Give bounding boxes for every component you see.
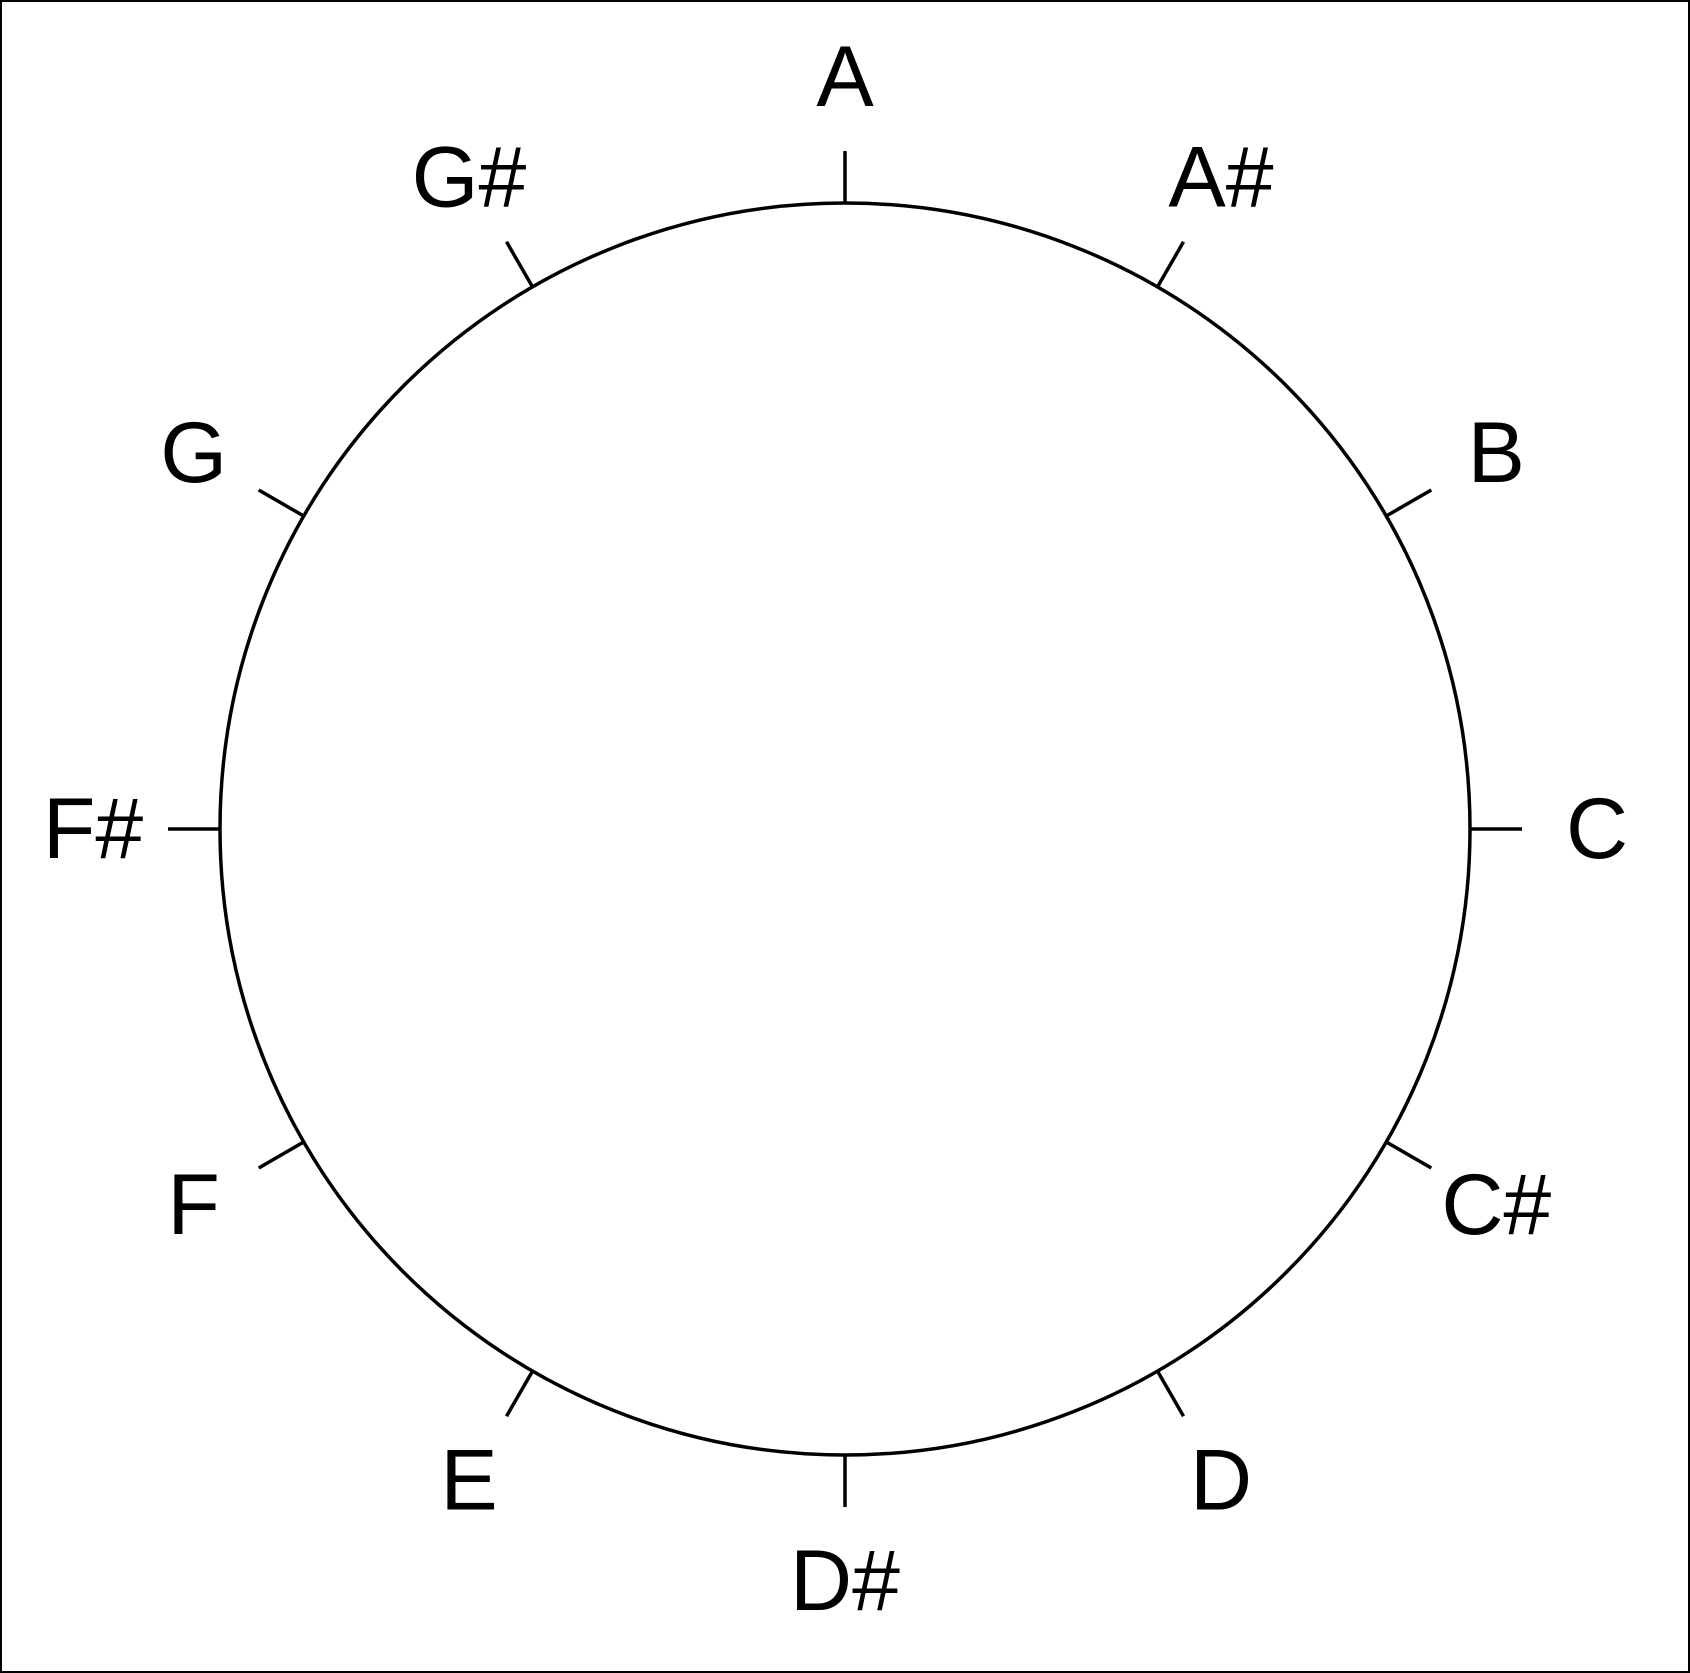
tick-f	[257, 1140, 305, 1170]
tick-d	[1155, 1370, 1186, 1418]
note-label-f-sharp: F#	[43, 781, 144, 877]
note-label-f: F	[167, 1157, 220, 1253]
tick-e	[504, 1370, 535, 1418]
note-label-b: B	[1468, 405, 1525, 501]
note-label-g-sharp: G#	[412, 130, 527, 226]
note-label-c: C	[1566, 781, 1628, 877]
note-label-a: A	[816, 29, 874, 125]
tick-a-sharp	[1155, 240, 1186, 288]
tick-b	[1385, 488, 1433, 518]
tick-marks	[168, 151, 1522, 1507]
tick-g	[257, 488, 305, 518]
note-label-g: G	[160, 405, 227, 501]
note-labels: A A# B C C# D D# E F F# G G#	[43, 29, 1628, 1629]
note-label-c-sharp: C#	[1441, 1157, 1551, 1253]
note-label-a-sharp: A#	[1168, 130, 1273, 226]
note-label-d: D	[1190, 1432, 1252, 1528]
note-label-d-sharp: D#	[790, 1533, 900, 1629]
note-label-e: E	[440, 1432, 497, 1528]
tick-g-sharp	[504, 240, 535, 288]
tick-c-sharp	[1385, 1140, 1433, 1170]
